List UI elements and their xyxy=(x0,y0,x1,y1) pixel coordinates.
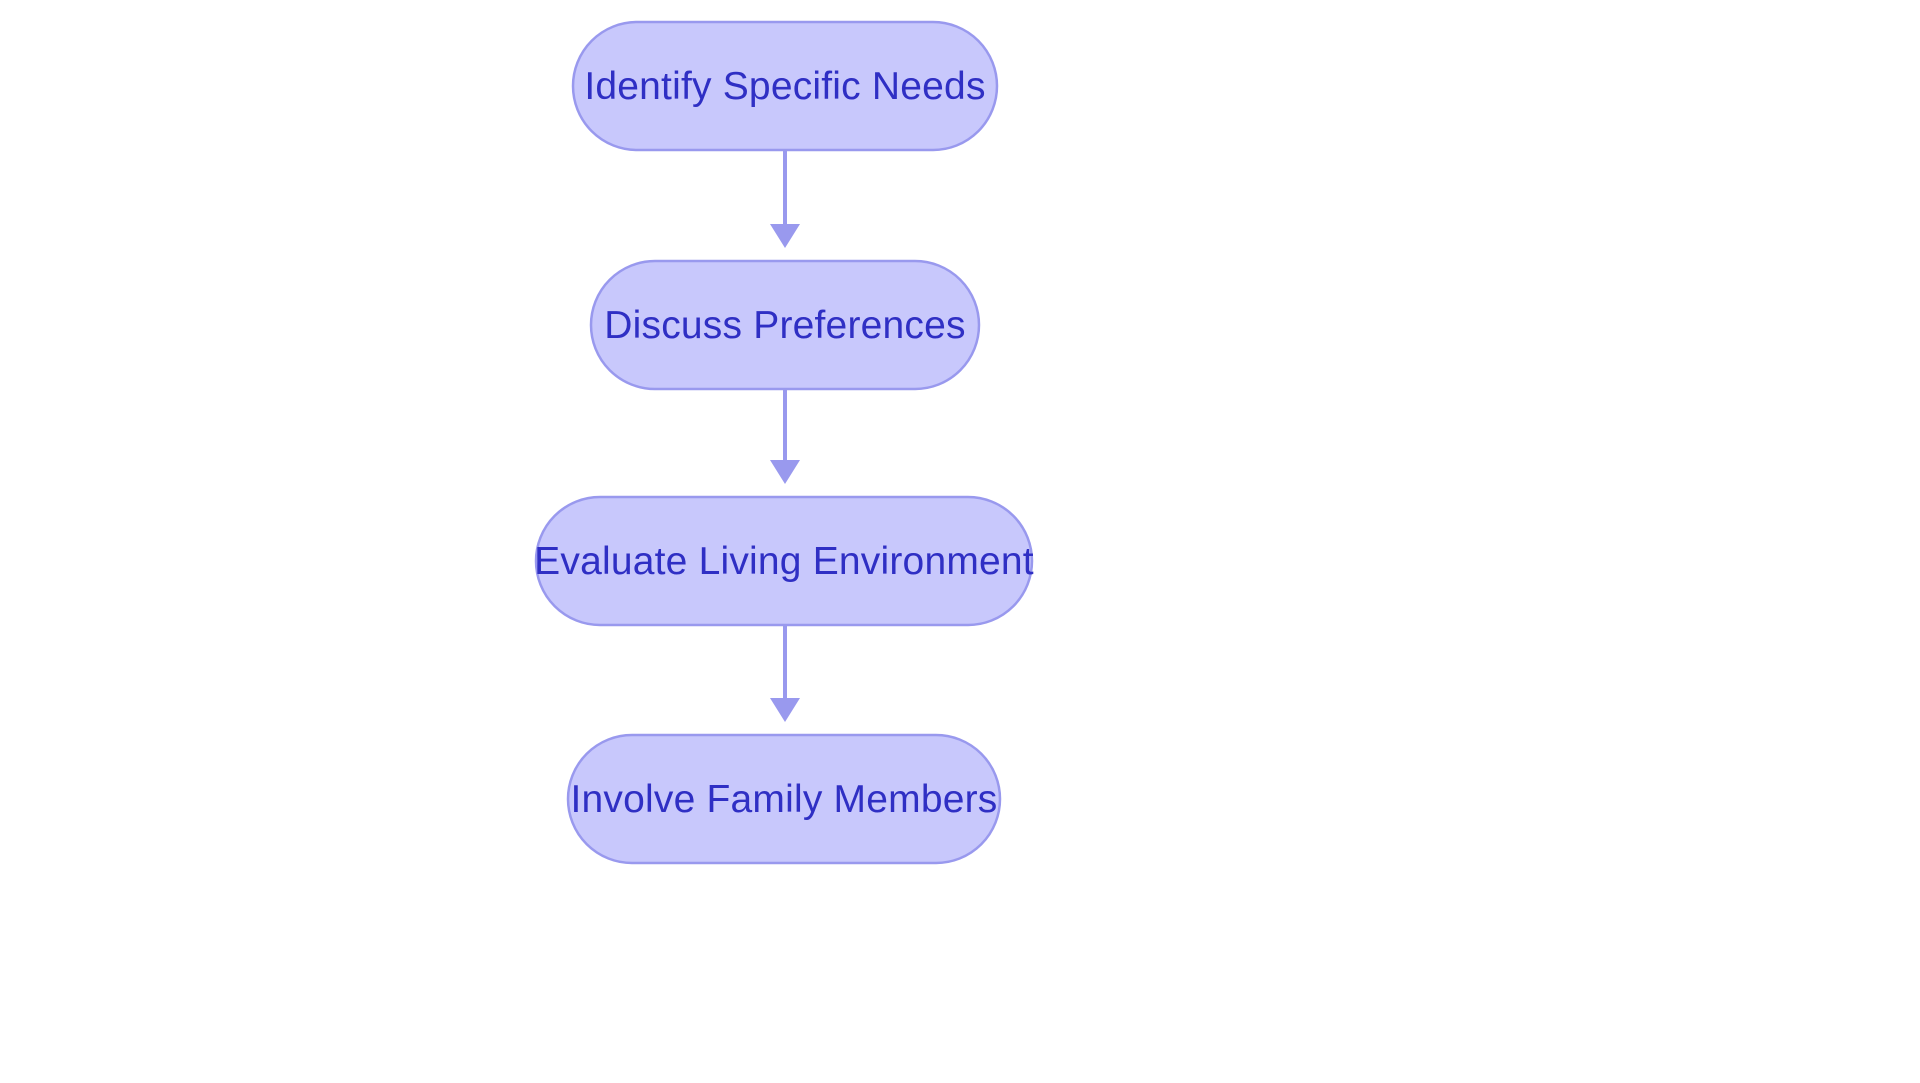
edge-n2-n3 xyxy=(770,389,800,484)
arrowhead-down-icon xyxy=(770,460,800,484)
edge-n3-n4 xyxy=(770,625,800,722)
flow-node-label: Evaluate Living Environment xyxy=(534,539,1034,583)
flow-node-label: Involve Family Members xyxy=(570,777,998,821)
node-shape-discuss-preferences[interactable] xyxy=(589,259,981,391)
node-shape-involve-family-members[interactable] xyxy=(566,733,1002,865)
arrowhead-down-icon xyxy=(770,698,800,722)
flow-node-identify-specific-needs[interactable]: Identify Specific Needs xyxy=(573,22,997,150)
flow-node-discuss-preferences[interactable]: Discuss Preferences xyxy=(591,261,979,389)
edge-n1-n2 xyxy=(770,150,800,248)
node-shape-evaluate-living-environment[interactable] xyxy=(534,495,1034,627)
flow-node-evaluate-living-environment[interactable]: Evaluate Living Environment xyxy=(534,497,1034,625)
flow-node-involve-family-members[interactable]: Involve Family Members xyxy=(568,735,1000,863)
node-shape-identify-specific-needs[interactable] xyxy=(571,20,999,152)
flow-node-label: Identify Specific Needs xyxy=(584,64,986,108)
flow-node-label: Discuss Preferences xyxy=(604,303,966,347)
arrowhead-down-icon xyxy=(770,224,800,248)
